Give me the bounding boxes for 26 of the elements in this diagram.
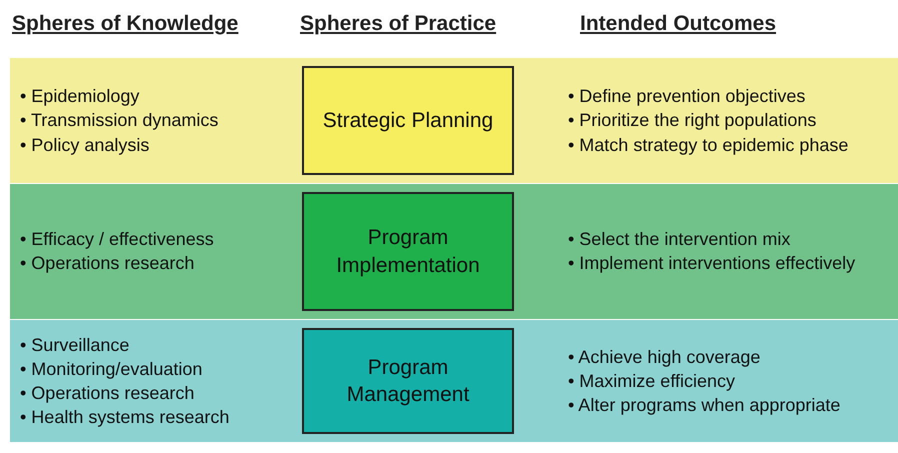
row-band [10,184,898,319]
bullet-item: • Prioritize the right populations [568,109,818,132]
bullet-item: • Operations research [20,382,196,406]
row-band [10,58,898,183]
bullet-item: • Implement interventions effectively [568,252,856,276]
bullet-item: • Define prevention objectives [568,85,806,108]
bullet-item: • Achieve high coverage [568,346,762,369]
bullet-item: • Select the intervention mix [568,228,792,251]
column-heading: Spheres of Knowledge [12,12,238,36]
bullet-item: • Operations research [20,252,196,276]
bullet-item: • Policy analysis [20,134,150,157]
column-heading: Spheres of Practice [300,12,496,36]
practice-box: Strategic Planning [302,66,514,175]
practice-box: Program Implementation [302,192,514,311]
bullet-item: • Maximize efficiency [568,370,736,393]
bullet-item: • Health systems research [20,406,230,430]
bullet-item: • Alter programs when appropriate [568,394,840,418]
bullet-item: • Epidemiology [20,85,140,108]
bullet-item: • Match strategy to epidemic phase [568,134,848,157]
bullet-item: • Efficacy / effectiveness [20,228,214,251]
bullet-item: • Monitoring/evaluation [20,358,204,381]
column-heading: Intended Outcomes [580,12,776,36]
practice-box: Program Management [302,328,514,434]
bullet-item: • Surveillance [20,334,130,356]
bullet-item: • Transmission dynamics [20,109,218,132]
row-band [10,320,898,442]
